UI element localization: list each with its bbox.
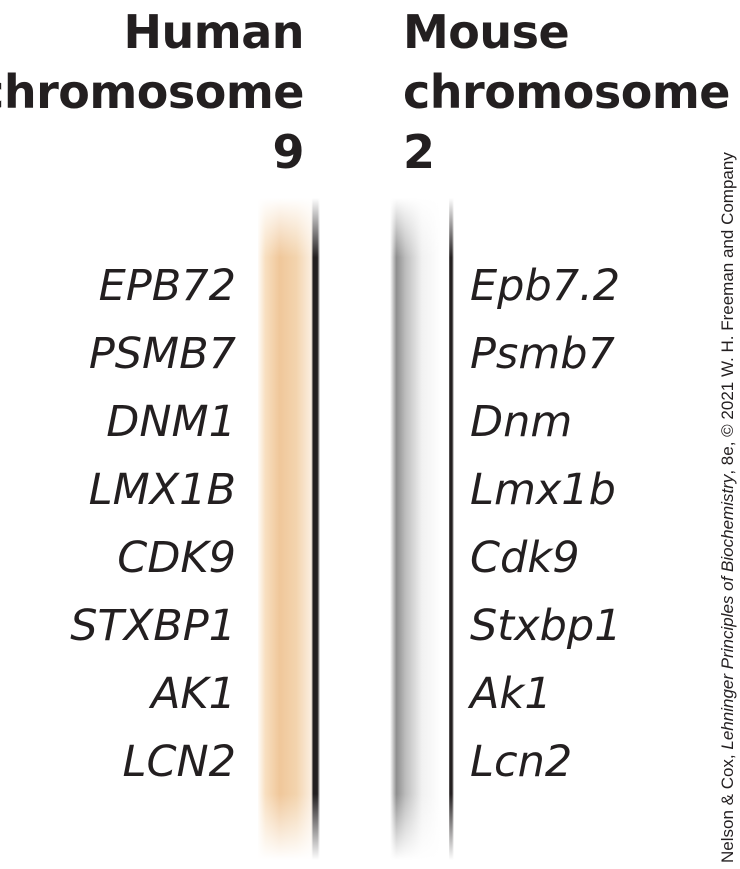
human-gene-label: LMX1B [88,465,236,515]
human-gene-label: PSMB7 [88,329,236,379]
mouse-gene-label: Lmx1b [470,465,616,515]
human-gene-label: CDK9 [117,533,236,583]
credit-book-title: Lehninger Principles of Biochemistry [718,474,737,750]
credit-edition-copyright: , 8e, © 2021 W. H. Freeman and Company [718,152,737,475]
mouse-gene-label: Dnm [470,397,573,447]
human-gene-label: AK1 [151,669,236,719]
mouse-chromosome-title: Mouse chromosome 2 [403,2,730,182]
mouse-chromosome-end-fade [390,198,454,860]
human-title-line: chromosome [0,65,304,119]
human-chromosome-title: Human chromosome 9 [0,2,304,182]
mouse-gene-label: Cdk9 [470,533,580,583]
human-chromosome-bar [258,198,320,860]
copyright-credit: Nelson & Cox, Lehninger Principles of Bi… [718,0,738,863]
credit-authors: Nelson & Cox, [718,749,737,863]
mouse-chromosome-bar [390,198,454,860]
mouse-title-line: Mouse [403,5,570,59]
mouse-gene-label: Stxbp1 [470,601,622,651]
mouse-gene-label: Epb7.2 [470,261,621,311]
mouse-gene-label: Ak1 [470,669,552,719]
human-chromosome-end-fade [258,198,320,860]
human-gene-list: EPB72 PSMB7 DNM1 LMX1B CDK9 STXBP1 AK1 L… [70,252,236,796]
human-gene-label: LCN2 [122,737,236,787]
mouse-gene-label: Lcn2 [470,737,573,787]
human-title-line: 9 [272,125,304,179]
mouse-gene-list: Epb7.2 Psmb7 Dnm Lmx1b Cdk9 Stxbp1 Ak1 L… [470,252,622,796]
mouse-gene-label: Psmb7 [470,329,615,379]
human-title-line: Human [123,5,305,59]
mouse-title-line: 2 [403,125,435,179]
mouse-title-line: chromosome [403,65,730,119]
human-gene-label: STXBP1 [70,601,236,651]
human-gene-label: DNM1 [106,397,236,447]
human-gene-label: EPB72 [98,261,236,311]
